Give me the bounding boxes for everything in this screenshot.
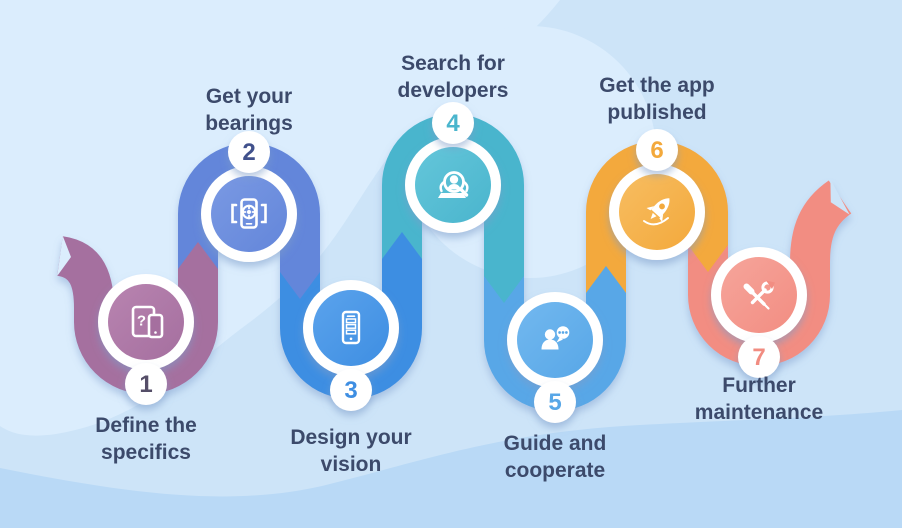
step-6: 6 Get the app published: [599, 74, 715, 260]
step-2-label-line1: Get your: [206, 85, 292, 108]
bubble-dot-3: [565, 331, 568, 334]
step-5-number-badge: [534, 381, 576, 423]
rocket-window: [659, 203, 665, 210]
target-crosshair: [241, 204, 257, 220]
chevron-down-icon-6-7: [688, 245, 728, 272]
step-1-number: 1: [139, 371, 152, 398]
wrench-shaft: [750, 288, 767, 305]
base-shape: [438, 193, 466, 198]
phone-home-dot: [349, 337, 353, 341]
ribbon-start-notch: [57, 236, 71, 276]
step-2-number-badge: [228, 131, 270, 173]
person-head: [449, 175, 459, 184]
phone-shape: [341, 310, 361, 345]
step-6-number: 6: [650, 137, 663, 164]
step-1-number-badge: [125, 363, 167, 405]
step-5-label-line2: cooperate: [505, 459, 605, 482]
wireframe-bar-3: [345, 329, 357, 335]
rocket-flame: [650, 212, 657, 220]
step-5-label-line1: Guide and: [504, 432, 607, 455]
wireframe-bar-2: [345, 323, 357, 329]
step-4: 4 Search for developers: [398, 52, 509, 233]
step-4-number: 4: [446, 110, 460, 137]
step-7-label-line1: Further: [722, 374, 796, 397]
step-6-number-badge: [636, 129, 678, 171]
ribbon-segment-1: [55, 236, 218, 394]
step-2: 2 Get your bearings: [201, 85, 297, 262]
step-7-number-badge: [738, 336, 780, 378]
step-1-label-line2: specifics: [101, 441, 191, 464]
step-3: 3 Design your vision: [290, 280, 412, 476]
rocket-swoosh: [643, 217, 669, 226]
tablet-phone-question-icon: ?: [131, 305, 164, 339]
step-3-number: 3: [344, 377, 357, 404]
ribbon-end-notch: [830, 179, 850, 215]
step-4-label-line2: developers: [398, 79, 509, 102]
step-5: 5 Guide and cooperate: [504, 292, 607, 482]
chevron-up-icon-1-2: [178, 242, 218, 269]
screwdriver-handle: [743, 283, 755, 295]
bracket-right: [260, 203, 267, 224]
phone-shape: [147, 313, 164, 339]
phone-compass-target-icon: [231, 198, 267, 229]
step-4-label-line1: Search for: [401, 52, 505, 75]
target-dot: [247, 210, 251, 214]
person-shoulders: [447, 184, 461, 190]
step-7-label-line2: maintenance: [695, 401, 823, 424]
step-1-disc: [108, 284, 184, 360]
chevron-down-icon-4-5: [484, 276, 524, 303]
phone-home-dot: [154, 331, 157, 334]
step-2-number: 2: [242, 139, 255, 166]
question-glyph: ?: [137, 313, 146, 330]
step-7-number: 7: [752, 344, 765, 371]
step-3-number-badge: [330, 369, 372, 411]
step-7: 7 Further maintenance: [695, 247, 823, 424]
consultant-chat-icon: [541, 326, 570, 350]
phone-shape: [240, 198, 258, 229]
maintenance-tools-icon: [743, 280, 775, 310]
person-body: [541, 339, 559, 350]
step-1-label-line1: Define the: [95, 414, 197, 437]
background-wave-bottom: [0, 410, 902, 528]
bracket-left: [231, 203, 238, 224]
step-3-label-line1: Design your: [290, 426, 411, 449]
phone-wireframe-icon: [341, 310, 361, 345]
bubble-dot-1: [558, 331, 561, 334]
developer-search-magnifier-icon: [438, 171, 469, 198]
person-head: [544, 329, 556, 340]
rocket-fin-right: [659, 214, 664, 222]
step-4-number-badge: [432, 102, 474, 144]
chevron-down-icon-2-3: [280, 272, 320, 299]
step-1: ? 1 Define the specifics: [95, 274, 197, 464]
step-2-label-line2: bearings: [205, 112, 293, 135]
ribbon-segment-7: [688, 180, 853, 366]
chevron-up-icon-5-6: [586, 266, 626, 293]
step-6-label-line2: published: [607, 101, 706, 124]
wrench-notch: [766, 280, 775, 289]
step-5-number: 5: [548, 389, 561, 416]
magnifier-ring: [443, 171, 465, 193]
speech-bubble-tail: [556, 337, 563, 343]
rocket-body-group: [646, 198, 670, 222]
wireframe-bar-1: [345, 318, 357, 324]
chevron-up-icon-3-4: [382, 232, 422, 259]
magnifier-handle: [459, 187, 469, 197]
step-3-label-line2: vision: [321, 453, 382, 476]
step-6-label-line1: Get the app: [599, 74, 715, 97]
rocket-launch-icon: [643, 198, 670, 226]
rocket-fin-left: [646, 206, 655, 211]
step-5-disc: [517, 302, 593, 378]
bubble-dot-2: [561, 331, 565, 334]
screwdriver-tip: [762, 302, 770, 310]
